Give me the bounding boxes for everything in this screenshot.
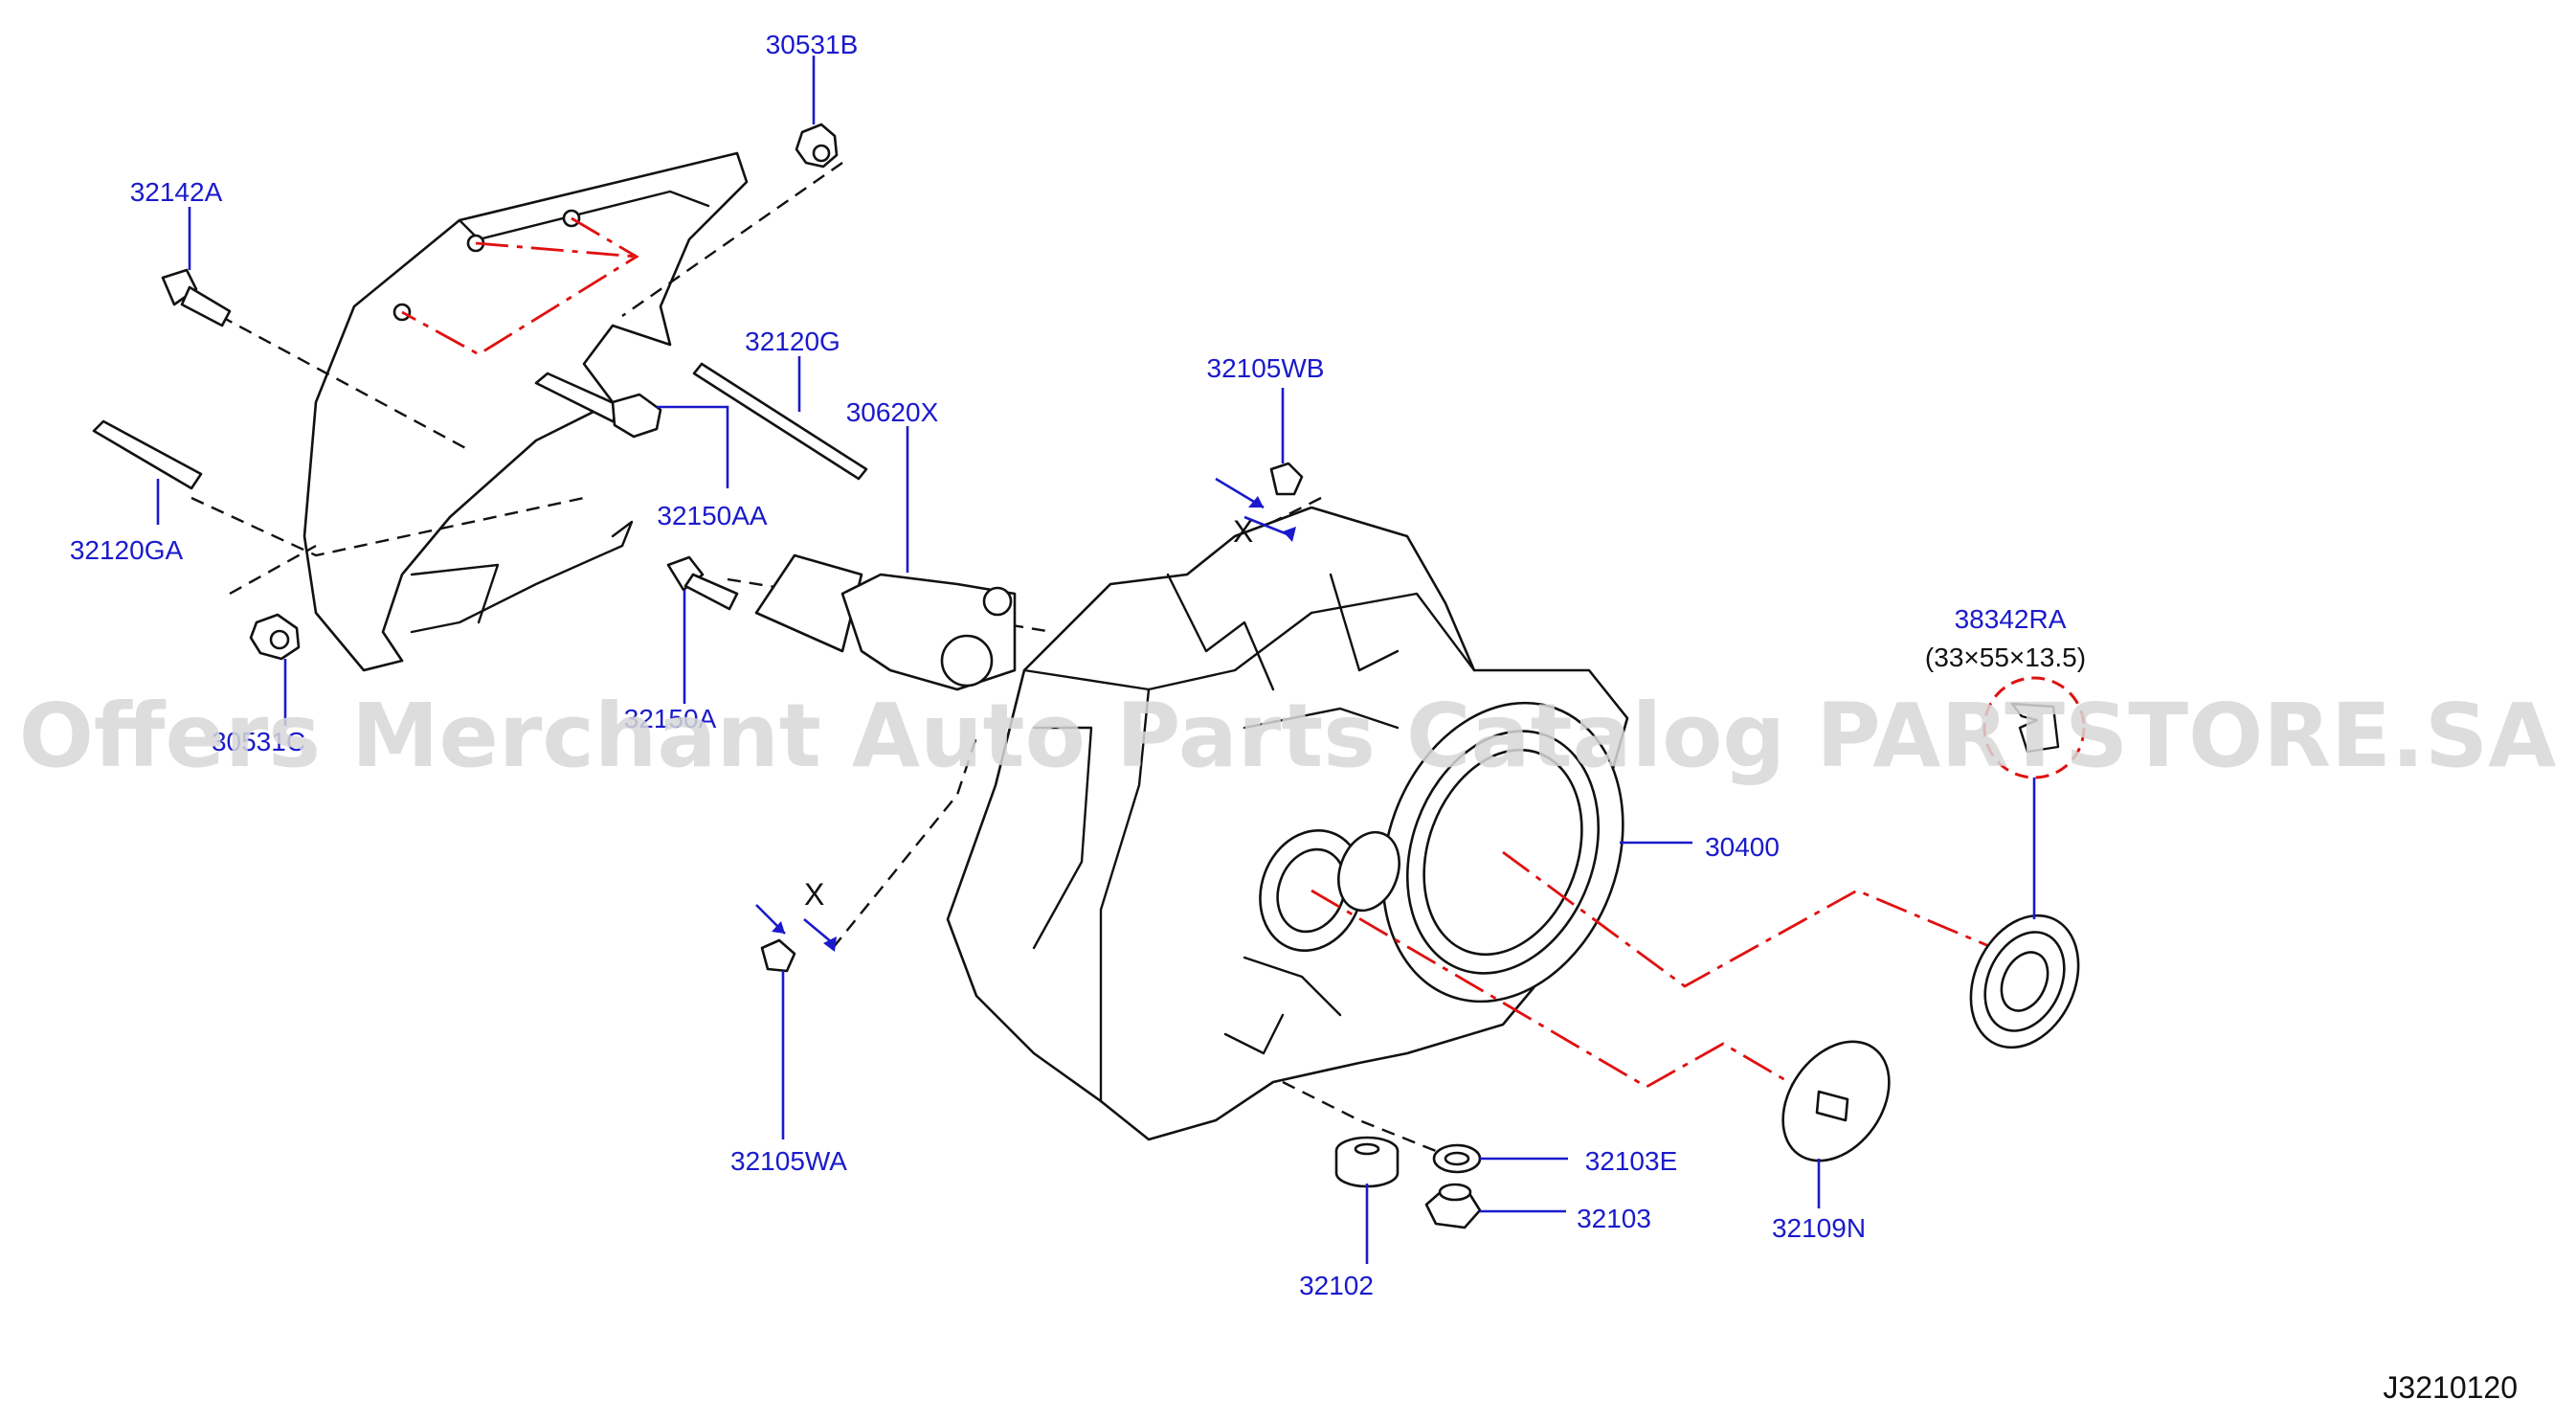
bolt-32150AA xyxy=(534,372,662,439)
slave-cylinder-30620X xyxy=(754,553,1017,691)
part-label-32102: 32102 xyxy=(1299,1271,1374,1300)
plug-32103 xyxy=(1424,1183,1482,1229)
assembly-line-30531C xyxy=(229,544,317,596)
nut-30531B xyxy=(795,123,839,169)
part-label-32150AA: 32150AA xyxy=(657,501,768,530)
centerline-seal xyxy=(1502,850,2040,988)
shim-32105WB xyxy=(1269,462,1304,496)
part-label-30400: 30400 xyxy=(1705,832,1780,862)
part-label-32109N: 32109N xyxy=(1772,1213,1866,1243)
part-label-30620X: 30620X xyxy=(846,397,939,427)
part-label-32120G: 32120G xyxy=(745,327,840,356)
transmission-case-30400 xyxy=(946,506,1629,1141)
part-label-32105WB: 32105WB xyxy=(1207,353,1325,383)
seal-detail-callout xyxy=(1982,676,2086,779)
assembly-line-32102 xyxy=(1282,1080,1456,1161)
part-label-32150A: 32150A xyxy=(624,704,717,733)
watermark-text: Offers Merchant Auto Parts Catalog PARTS… xyxy=(19,685,2557,787)
part-label-32103E: 32103E xyxy=(1585,1146,1678,1176)
dimension-mark-top: X xyxy=(1215,477,1296,549)
centerline-plate-1 xyxy=(475,241,638,259)
stud-32120G xyxy=(692,362,868,481)
dimension-label-x-top: X xyxy=(1233,514,1253,549)
back-plate-bracket xyxy=(302,151,749,672)
dimension-mark-left: X xyxy=(755,877,837,952)
leader-32150AA xyxy=(657,405,729,488)
assembly-line-32120GA xyxy=(190,496,585,557)
part-size-38342RA: (33×55×13.5) xyxy=(1925,643,2086,672)
part-label-32103: 32103 xyxy=(1577,1204,1651,1233)
bolt-32150A xyxy=(666,555,739,611)
washer-32103E xyxy=(1432,1143,1482,1174)
oil-seal-38342RA xyxy=(1969,914,2080,1049)
cap-32109N xyxy=(1781,1040,1891,1162)
shim-32105WA xyxy=(760,938,796,973)
centerline-plate-2 xyxy=(401,216,639,356)
part-label-32105WA: 32105WA xyxy=(730,1146,847,1176)
dimension-label-x-left: X xyxy=(804,877,824,912)
part-label-32142A: 32142A xyxy=(130,177,223,207)
assembly-line-30531B xyxy=(621,162,843,317)
magnet-32102 xyxy=(1334,1136,1400,1188)
part-label-32120GA: 32120GA xyxy=(70,535,184,565)
seal-section-icon xyxy=(2010,702,2060,754)
assembly-line-32142A xyxy=(219,314,470,452)
stud-32120GA xyxy=(92,419,203,490)
part-label-30531C: 30531C xyxy=(212,727,305,756)
part-label-38342RA: 38342RA xyxy=(1955,604,2067,634)
part-label-30531B: 30531B xyxy=(766,30,859,59)
diagram-reference-code: J3210120 xyxy=(2383,1370,2518,1405)
centerline-cap xyxy=(1310,889,1839,1113)
bolt-32142A xyxy=(161,268,232,327)
nut-30531C xyxy=(249,613,301,661)
